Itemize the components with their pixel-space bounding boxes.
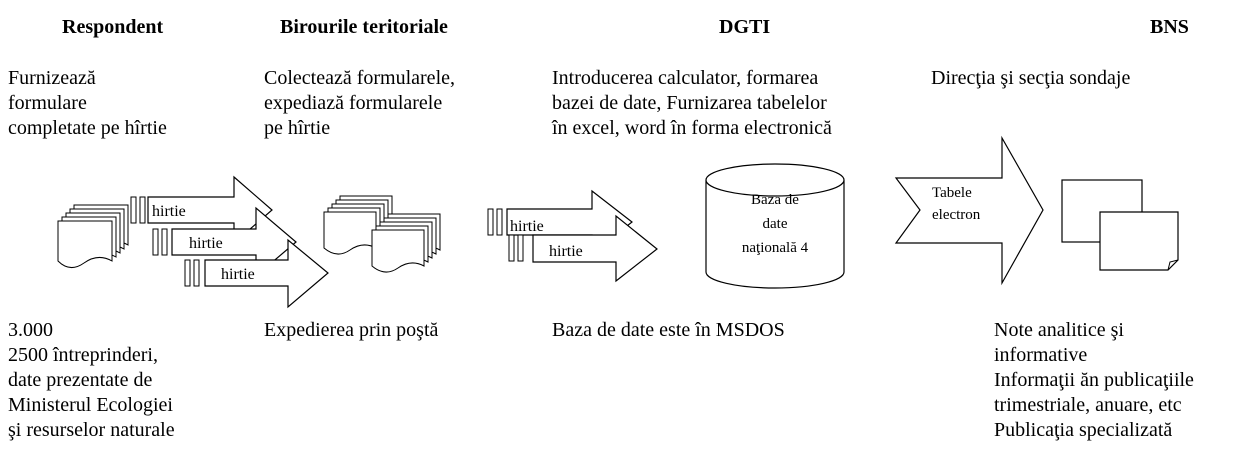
text-line: completate pe hîrtie [8,117,167,139]
text-line: 2500 întreprinderi, [8,344,158,366]
text-line: expediază formularele [264,92,443,114]
respondent-notes: 3.000 2500 întreprinderi, date prezentat… [8,318,175,443]
text-line: în excel, word în forma electronică [552,117,832,139]
database-label-line: naţională 4 [742,240,809,256]
text-line: bazei de date, Furnizarea tabelelor [552,92,827,114]
paper-arrow-3-label: hirtie [221,266,255,283]
text-line: Expedierea prin poştă [264,319,439,341]
text-line: Ministerul Ecologiei [8,394,173,416]
text-line: informative [994,344,1088,366]
paper-arrow-4-label: hirtie [510,218,544,235]
paper-arrow-5-label: hirtie [549,243,583,260]
paper-arrow-2-label: hirtie [189,235,223,252]
text-line: formulare [8,92,87,114]
paper-arrow-5 [508,214,658,283]
paper-arrow-2 [152,206,297,278]
text-line: Introducerea calculator, formarea [552,67,819,89]
header-dgti: DGTI [719,16,771,38]
dgti-description: Introducerea calculator, formarea bazei … [552,66,832,141]
birouri-documents-icon [323,195,441,273]
birouri-description: Colectează formularele, expediază formul… [264,66,455,141]
paper-arrow-3 [184,238,329,309]
tables-arrow-label-line: electron [932,207,981,223]
birouri-notes: Expedierea prin poştă [264,318,438,343]
text-line: Informaţii ăn publicaţiile [994,369,1194,391]
respondent-documents-icon [57,204,129,268]
text-line: Publicaţia specializată [994,419,1173,441]
bns-description: Direcţia şi secţia sondaje [931,66,1130,91]
tables-electronic-arrow [894,135,1044,286]
paper-arrow-1 [130,175,273,245]
text-line: pe hîrtie [264,117,331,139]
bns-notes: Note analitice şi informative Informaţii… [994,318,1194,443]
text-line: Direcţia şi secţia sondaje [931,67,1131,89]
text-line: şi resurselor naturale [8,419,175,441]
header-birouri-teritoriale: Birourile teritoriale [280,16,448,38]
database-label-line: Baza de [751,192,799,208]
database-cylinder-icon [705,163,845,289]
database-label-line: date [763,216,788,232]
text-line: trimestriale, anuare, etc [994,394,1182,416]
text-line: date prezentate de [8,369,153,391]
tables-arrow-label-line: Tabele [932,185,972,201]
dgti-notes: Baza de date este în MSDOS [552,318,785,343]
bns-documents-icon [1061,179,1179,271]
header-bns: BNS [1150,16,1189,38]
text-line: 3.000 [8,319,53,341]
paper-arrow-1-label: hirtie [152,203,186,220]
text-line: Baza de date este în MSDOS [552,319,785,341]
text-line: Note analitice şi [994,319,1124,341]
header-respondent: Respondent [62,16,164,38]
text-line: Furnizează [8,67,96,89]
respondent-description: Furnizează formulare completate pe hîrti… [8,66,167,141]
text-line: Colectează formularele, [264,67,455,89]
